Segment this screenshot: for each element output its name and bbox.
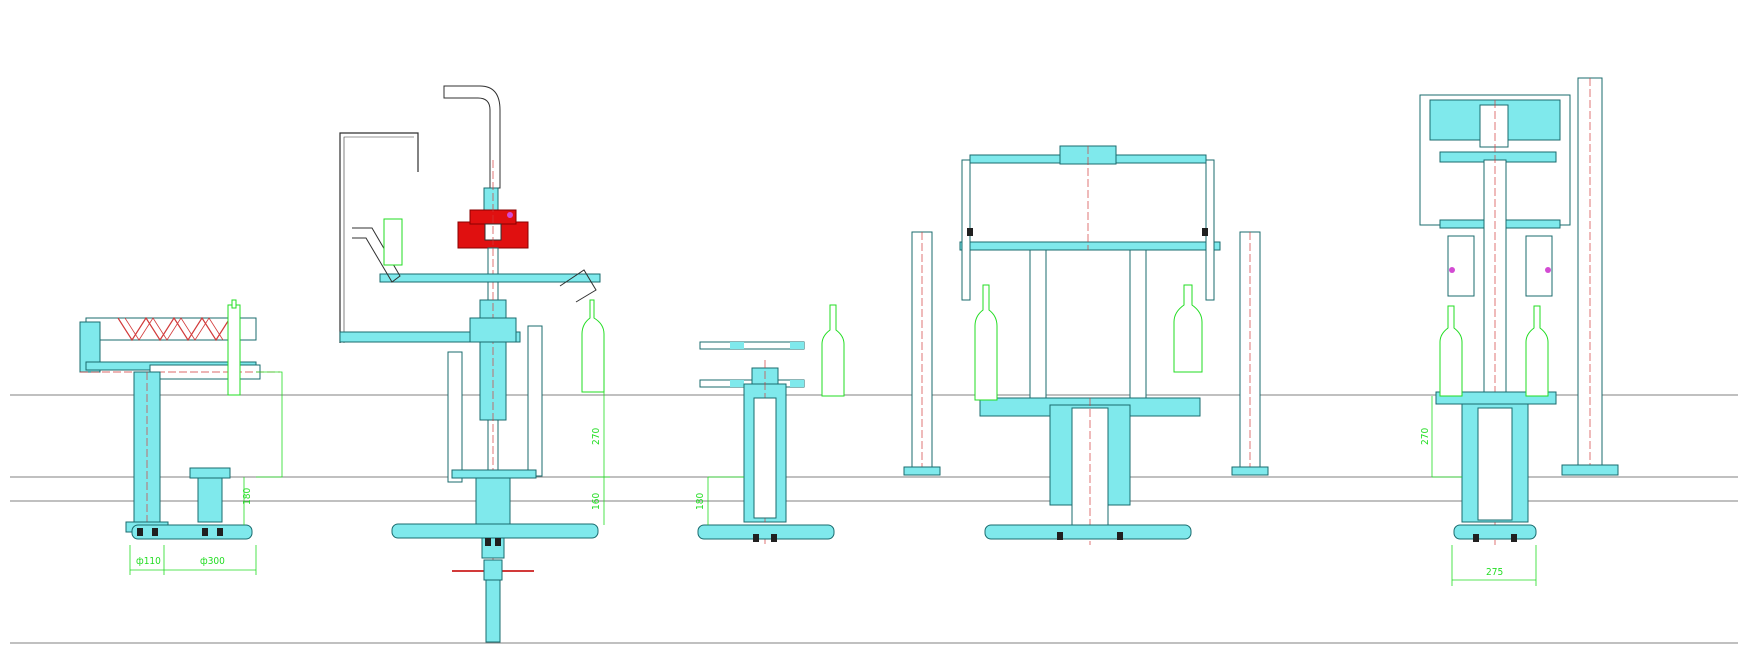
dim-270-b: 270 [1420,428,1431,445]
filler-valve-icon [443,85,529,249]
screw-conveyor-icon [79,299,280,396]
station-gantry-capper [903,145,1269,545]
dimension-lines-3 [707,476,744,525]
dimension-lines-2 [590,392,610,525]
dim-270-a: 270 [591,428,602,445]
dimension-lines-5 [1431,396,1537,586]
dim-180-a: 180 [242,488,253,505]
station-rotary-capper: 270 275 [1419,77,1619,586]
dim-phi300: ф300 [200,556,225,567]
station-bottle-lift: 180 [695,304,845,545]
station-screw-feeder: ф110 ф300 180 [79,299,283,575]
dim-275: 275 [1486,567,1503,578]
dim-180-b: 180 [695,493,706,510]
station-filler-head: 270 160 [339,85,610,643]
dimension-lines-1 [129,371,283,575]
dim-phi110: ф110 [136,556,161,567]
gantry-frame-icon [903,145,1269,476]
dim-160: 160 [591,493,602,510]
